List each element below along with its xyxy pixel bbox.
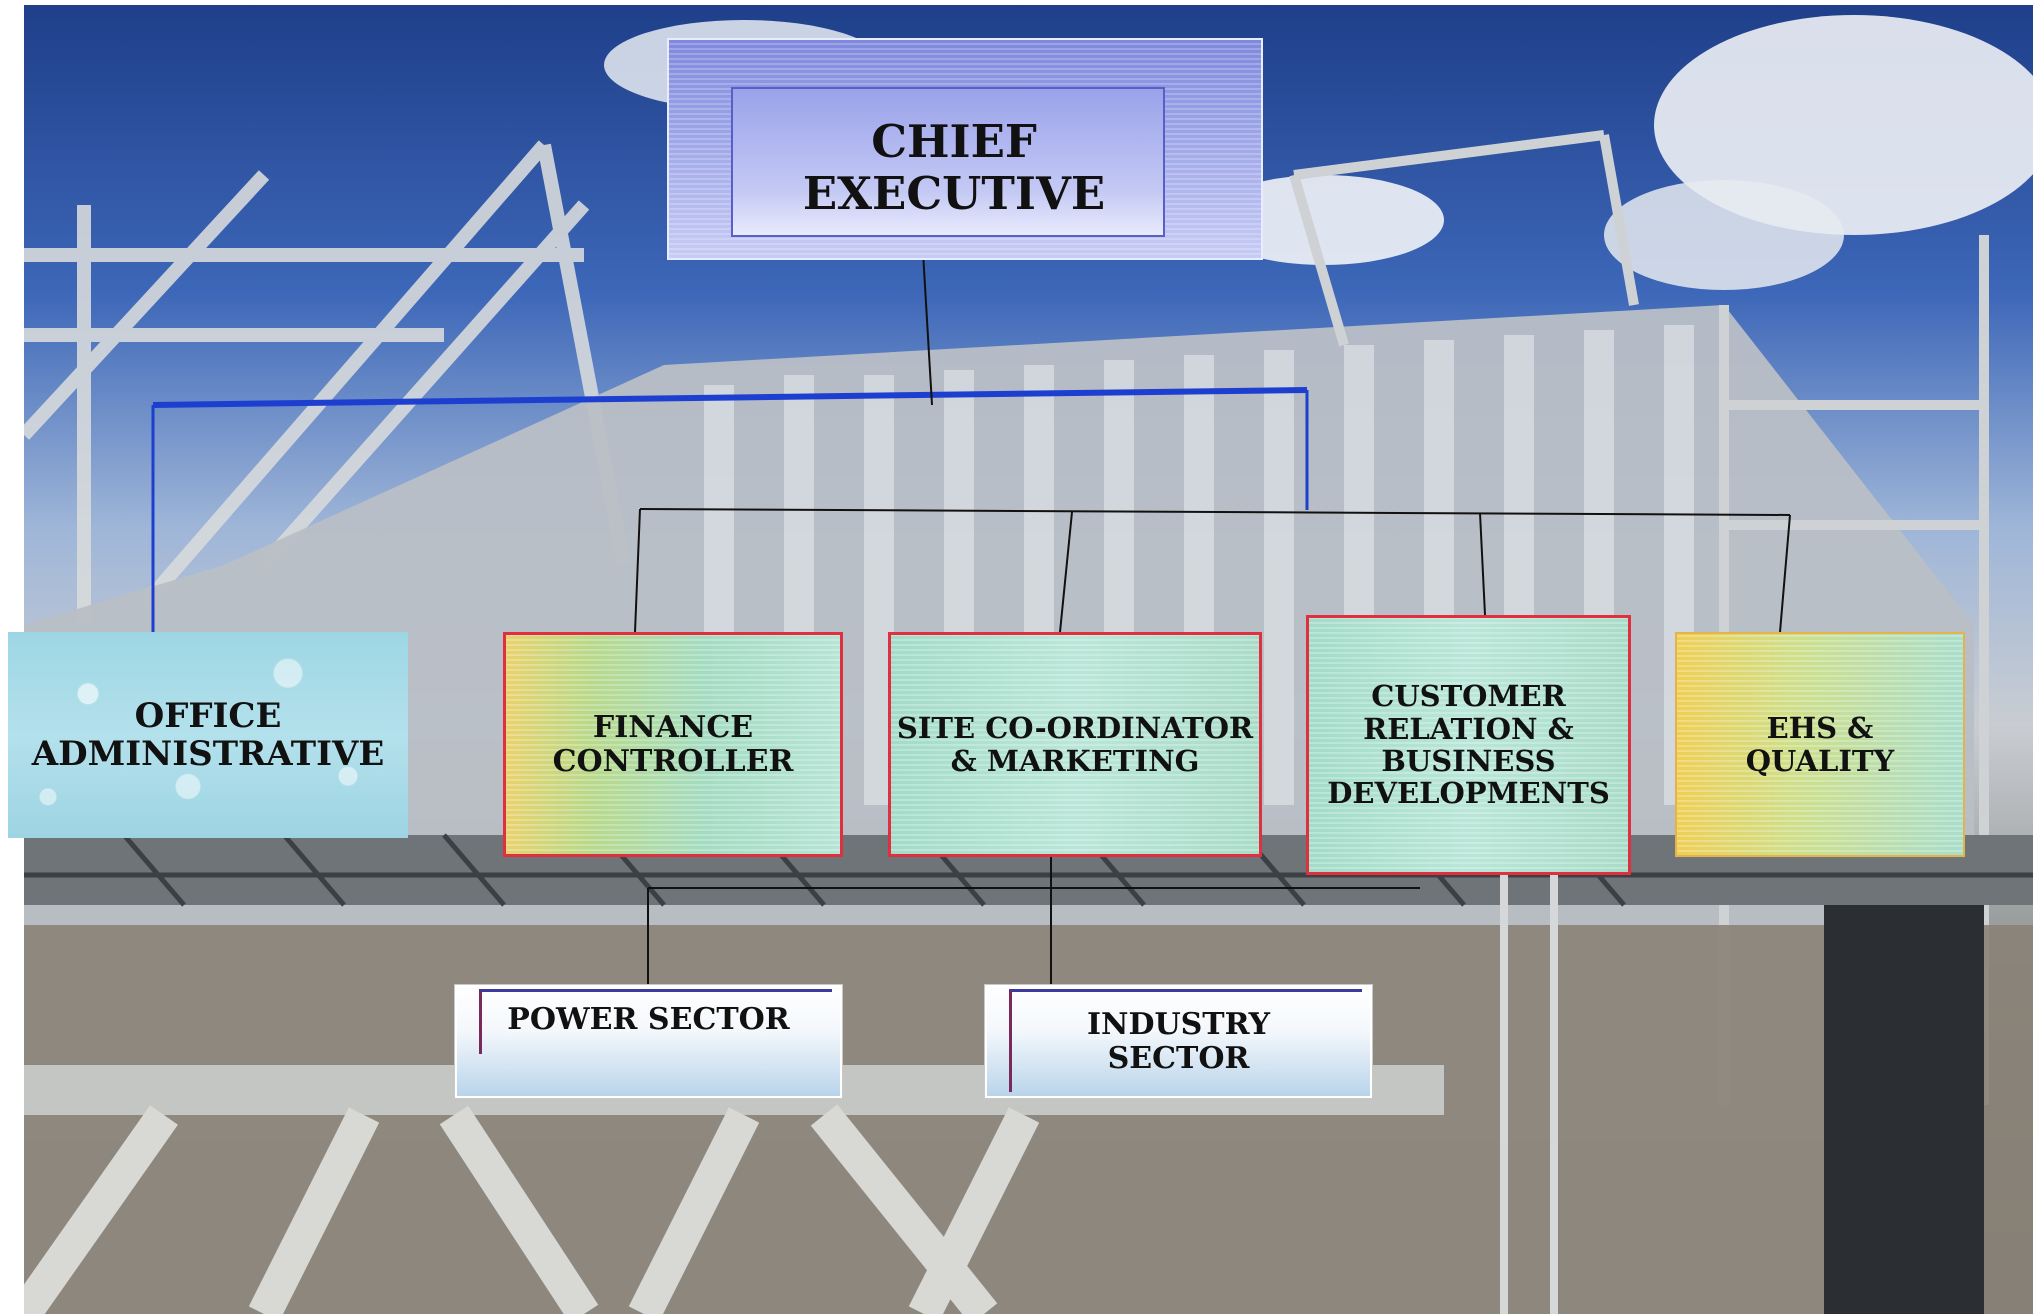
ehs-quality-label: EHS & QUALITY <box>1745 711 1895 778</box>
industry-sector-frame <box>1009 989 1362 1092</box>
power-sector-box: POWER SECTOR <box>455 985 842 1098</box>
industry-sector-label: INDUSTRY SECTOR <box>1086 1006 1271 1076</box>
chief-executive-label: CHIEF EXECUTIVE <box>802 114 1106 220</box>
office-administrative-box: OFFICE ADMINISTRATIVE <box>8 632 408 838</box>
ehs-quality-box: EHS & QUALITY <box>1675 632 1965 857</box>
chief-executive-box: CHIEF EXECUTIVE <box>667 38 1263 260</box>
site-coordinator-marketing-label: SITE CO-ORDINATOR & MARKETING <box>896 711 1254 778</box>
industry-sector-box: INDUSTRY SECTOR <box>985 985 1372 1098</box>
finance-controller-label: FINANCE CONTROLLER <box>552 709 794 779</box>
customer-relation-box: CUSTOMER RELATION & BUSINESS DEVELOPMENT… <box>1306 615 1631 875</box>
finance-controller-box: FINANCE CONTROLLER <box>503 632 843 857</box>
customer-relation-label: CUSTOMER RELATION & BUSINESS DEVELOPMENT… <box>1327 679 1610 811</box>
power-sector-label: POWER SECTOR <box>507 1001 790 1037</box>
site-coordinator-marketing-box: SITE CO-ORDINATOR & MARKETING <box>888 632 1262 857</box>
power-sector-frame <box>479 989 832 1054</box>
office-administrative-label: OFFICE ADMINISTRATIVE <box>31 695 385 774</box>
chief-executive-inner-frame <box>731 87 1165 237</box>
